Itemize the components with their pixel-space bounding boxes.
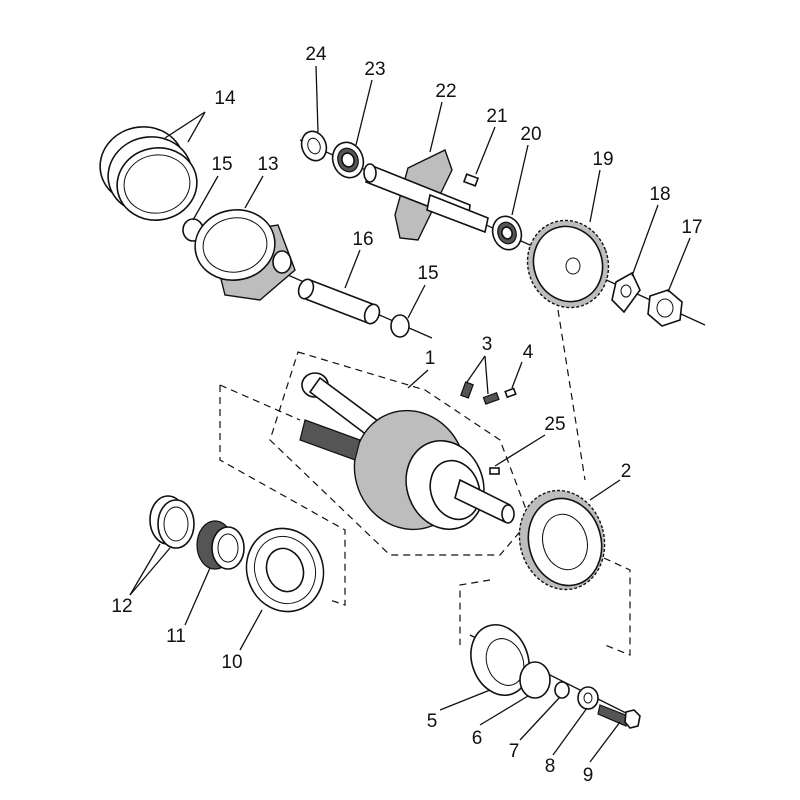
part-1-crankshaft [299,372,515,531]
callout-2: 2 [621,461,632,482]
part-11-seal [196,520,245,570]
part-13-piston [194,209,296,301]
callout-21: 21 [486,106,507,127]
part-10-bearing [245,527,325,613]
part-20-bearing [491,215,523,251]
part-22-balancer-shaft [363,149,489,241]
part-5-plate [470,624,530,696]
part-4-pin [504,387,517,399]
callout-1: 1 [425,348,436,369]
part-15-circlip-b [390,314,410,338]
callout-17: 17 [681,217,702,238]
callout-25: 25 [544,414,565,435]
callout-6: 6 [472,728,483,749]
callout-23: 23 [364,59,385,80]
callout-11: 11 [166,626,186,647]
left-group-boundary-a [219,385,346,606]
leader-lines [129,65,691,763]
part-2-drive-gear [518,489,606,591]
part-24-washer [300,130,328,162]
callout-20: 20 [520,124,541,145]
callout-18: 18 [649,184,670,205]
right-group-boundary-b [459,579,491,645]
callout-19: 19 [592,149,613,170]
callout-4: 4 [523,342,534,363]
callout-3: 3 [482,334,493,355]
callout-10: 10 [221,652,242,673]
part-25-key [489,467,500,475]
part-16-piston-pin [297,278,381,325]
callout-9: 9 [583,765,594,786]
callout-8: 8 [545,756,556,777]
callout-7: 7 [509,741,520,762]
part-9-bolt [597,704,641,729]
callout-15-lower: 15 [417,263,438,284]
part-7-washer [554,681,570,699]
part-14-piston-rings [99,126,198,221]
callout-12: 12 [111,596,132,617]
callout-15-upper: 15 [211,154,232,175]
part-19-gear [526,219,610,309]
part-18-lock-washer [611,271,641,314]
part-6-circlip [519,661,551,699]
part-17-nut [647,289,683,327]
callout-5: 5 [427,711,438,732]
part-12-shims [149,495,195,549]
left-group-boundary-b [219,384,301,421]
right-group-boundary-a [603,557,631,656]
callout-13: 13 [257,154,278,175]
callout-22: 22 [435,81,456,102]
part-21-key [462,173,480,187]
callout-24: 24 [305,44,327,65]
callout-16: 16 [352,229,373,250]
part-8-washer [577,686,599,710]
gear-link-line [557,309,586,481]
part-23-bearing [331,141,365,179]
callout-14: 14 [214,88,236,109]
part-3-dowel-pins [460,381,500,405]
crank-group-boundary [269,351,531,556]
